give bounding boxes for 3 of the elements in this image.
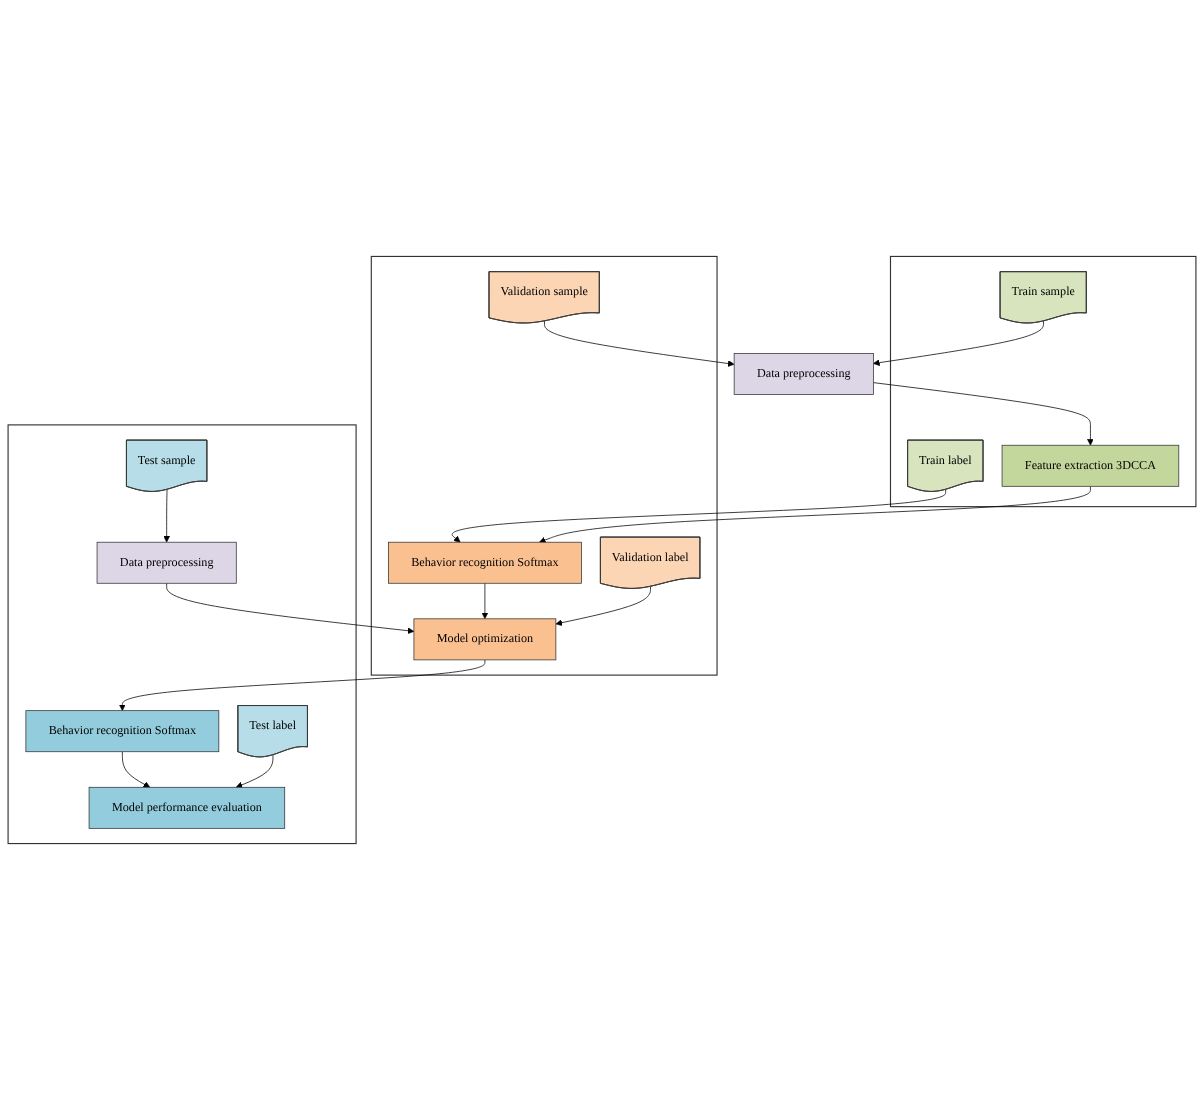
cluster xyxy=(370,255,718,676)
cluster xyxy=(889,255,1197,508)
cluster xyxy=(7,424,357,845)
